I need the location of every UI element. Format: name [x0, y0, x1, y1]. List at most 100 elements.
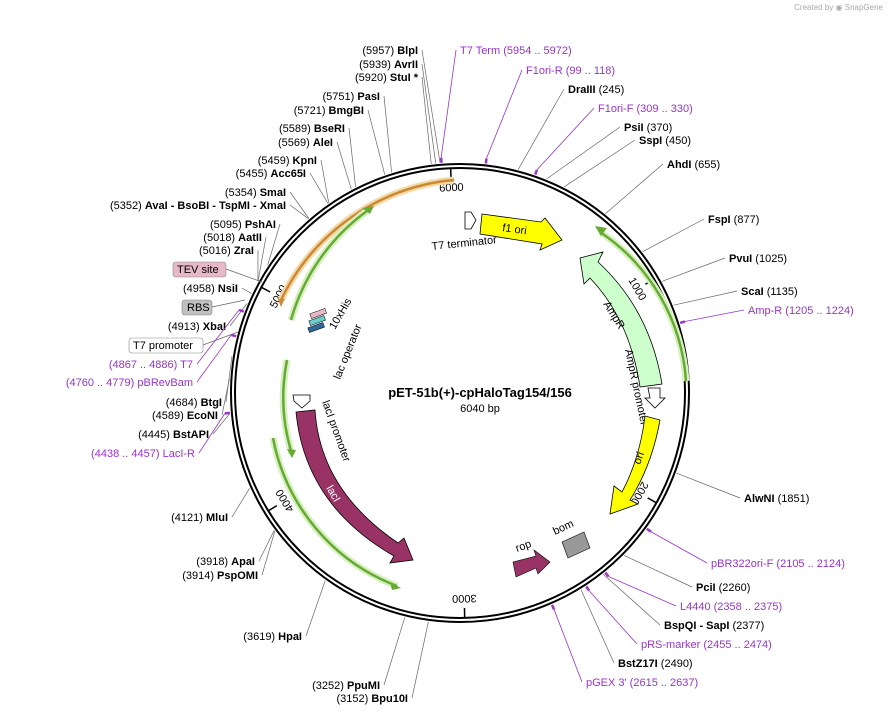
site-position: (5352)	[110, 200, 145, 212]
primer-leader	[198, 413, 226, 454]
primer-leader	[486, 69, 523, 159]
site-position: (655)	[695, 159, 721, 171]
site-label: (3152) Bpu10I	[336, 693, 408, 705]
ampr-feature	[579, 251, 663, 388]
site-position: (245)	[599, 84, 625, 96]
site-enzyme: PvuI	[729, 253, 755, 265]
tev-site-leader	[225, 268, 263, 283]
site-leader	[367, 109, 386, 175]
site-position: (2260)	[719, 582, 751, 594]
site-label: (5352) AvaI - BsoBI - TspMI - XmaI	[110, 200, 286, 212]
laci-feature	[295, 409, 414, 564]
site-leader	[348, 127, 356, 187]
primer-leader	[196, 334, 232, 383]
site-leader	[564, 139, 636, 188]
site-enzyme: PspOMI	[217, 570, 258, 582]
restriction-site-labels: (5957) BlpI(5939) AvrII(5920) StuI *(575…	[110, 45, 809, 705]
orange-arc-arrowhead	[277, 297, 285, 307]
primer-label: pRS-marker (2455 .. 2474)	[641, 639, 772, 651]
t7-promoter-label: T7 promoter	[133, 340, 193, 352]
site-leader	[289, 191, 310, 219]
site-leader	[309, 172, 329, 204]
site-leader	[546, 126, 621, 180]
site-position: (877)	[734, 214, 760, 226]
green-arc-1-arrowhead	[362, 206, 374, 214]
site-enzyme: FspI	[708, 214, 734, 226]
site-enzyme: HpaI	[278, 631, 302, 643]
site-leader	[257, 236, 267, 281]
credit-created-by: Created by	[794, 3, 834, 12]
bom-feature	[561, 531, 591, 559]
tick-label-3000: 3000	[452, 592, 477, 605]
primer-label: Amp-R (1205 .. 1224)	[748, 305, 854, 317]
site-position: (4684)	[166, 397, 201, 409]
site-leader	[673, 290, 738, 306]
site-enzyme: AatII	[238, 232, 262, 244]
green-feature-arc-4	[271, 437, 398, 588]
his-label: 10xHis	[327, 296, 354, 332]
site-leader	[320, 159, 330, 203]
site-position: (2377)	[732, 620, 764, 632]
site-position: (5018)	[203, 232, 238, 244]
site-enzyme: BseRI	[314, 123, 345, 135]
site-position: (5751)	[323, 91, 358, 103]
site-enzyme: PsiI	[624, 122, 647, 134]
site-leader	[383, 95, 392, 173]
site-position: (4445)	[138, 429, 173, 441]
tick-mark-5000	[261, 286, 271, 293]
site-label: (3619) HpaI	[243, 631, 302, 643]
site-position: (4913)	[168, 321, 203, 333]
green-feature-arc-1	[289, 209, 368, 321]
primer-mark	[679, 320, 686, 325]
green-feature-arc-3	[282, 359, 294, 455]
site-label: (4684) BtgI	[166, 397, 222, 409]
site-enzyme: SmaI	[260, 187, 286, 199]
site-label: AlwNI (1851)	[744, 493, 809, 505]
backbone-outer-strand	[230, 163, 690, 623]
site-label: (4121) MluI	[171, 512, 228, 524]
ori-label: ori	[632, 450, 647, 466]
credit-brand: SnapGene	[844, 3, 883, 12]
primer-label: (4760 .. 4779) pBRevBam	[66, 377, 193, 389]
primer-labels: T7 Term (5954 .. 5972) F1ori-R (99 .. 118…	[66, 45, 854, 689]
site-position: (5569)	[278, 137, 313, 149]
site-enzyme: AhdI	[667, 159, 695, 171]
laci-promoter-feature	[292, 394, 311, 409]
tev-site-block	[309, 308, 327, 319]
site-enzyme: AleI	[313, 137, 333, 149]
site-enzyme: XbaI	[203, 321, 226, 333]
orange-feature-arc	[279, 178, 455, 301]
tick-mark-4000	[267, 504, 278, 512]
site-label: FspI (877)	[708, 214, 759, 226]
site-label: (3918) ApaI	[196, 556, 255, 568]
site-position: (3619)	[243, 631, 278, 643]
site-label: (5095) PshAI	[210, 219, 276, 231]
site-enzyme: EcoNI	[187, 410, 218, 422]
site-position: (4121)	[171, 512, 206, 524]
site-label: (5751) PasI	[323, 91, 381, 103]
site-enzyme: PasI	[357, 91, 380, 103]
primer-label: T7 Term (5954 .. 5972)	[460, 45, 572, 57]
green-arc-2-arrowhead	[595, 226, 607, 236]
primer-leader	[684, 309, 745, 322]
site-leader	[261, 531, 276, 576]
site-enzyme: KpnI	[293, 155, 317, 167]
plasmid-name: pET-51b(+)-cpHaloTag154/156	[388, 385, 572, 400]
site-leader	[421, 76, 432, 164]
site-leader	[241, 287, 252, 294]
primer-leader	[196, 309, 240, 365]
site-label: (4589) EcoNI	[152, 410, 218, 422]
site-leader-lines	[212, 49, 741, 699]
ampr-promoter-feature	[644, 387, 666, 409]
site-leader	[603, 573, 661, 626]
site-enzyme: BstZ17I	[618, 658, 661, 670]
site-label: (4958) NsiI	[183, 283, 238, 295]
site-enzyme: BmgBI	[329, 105, 364, 117]
site-leader	[305, 580, 326, 637]
rop-label: rop	[514, 538, 533, 555]
primer-label: pBR322ori-F (2105 .. 2124)	[711, 558, 845, 570]
green-feature-arc-2	[599, 230, 688, 382]
primer-label: F1ori-R (99 .. 118)	[526, 65, 615, 77]
